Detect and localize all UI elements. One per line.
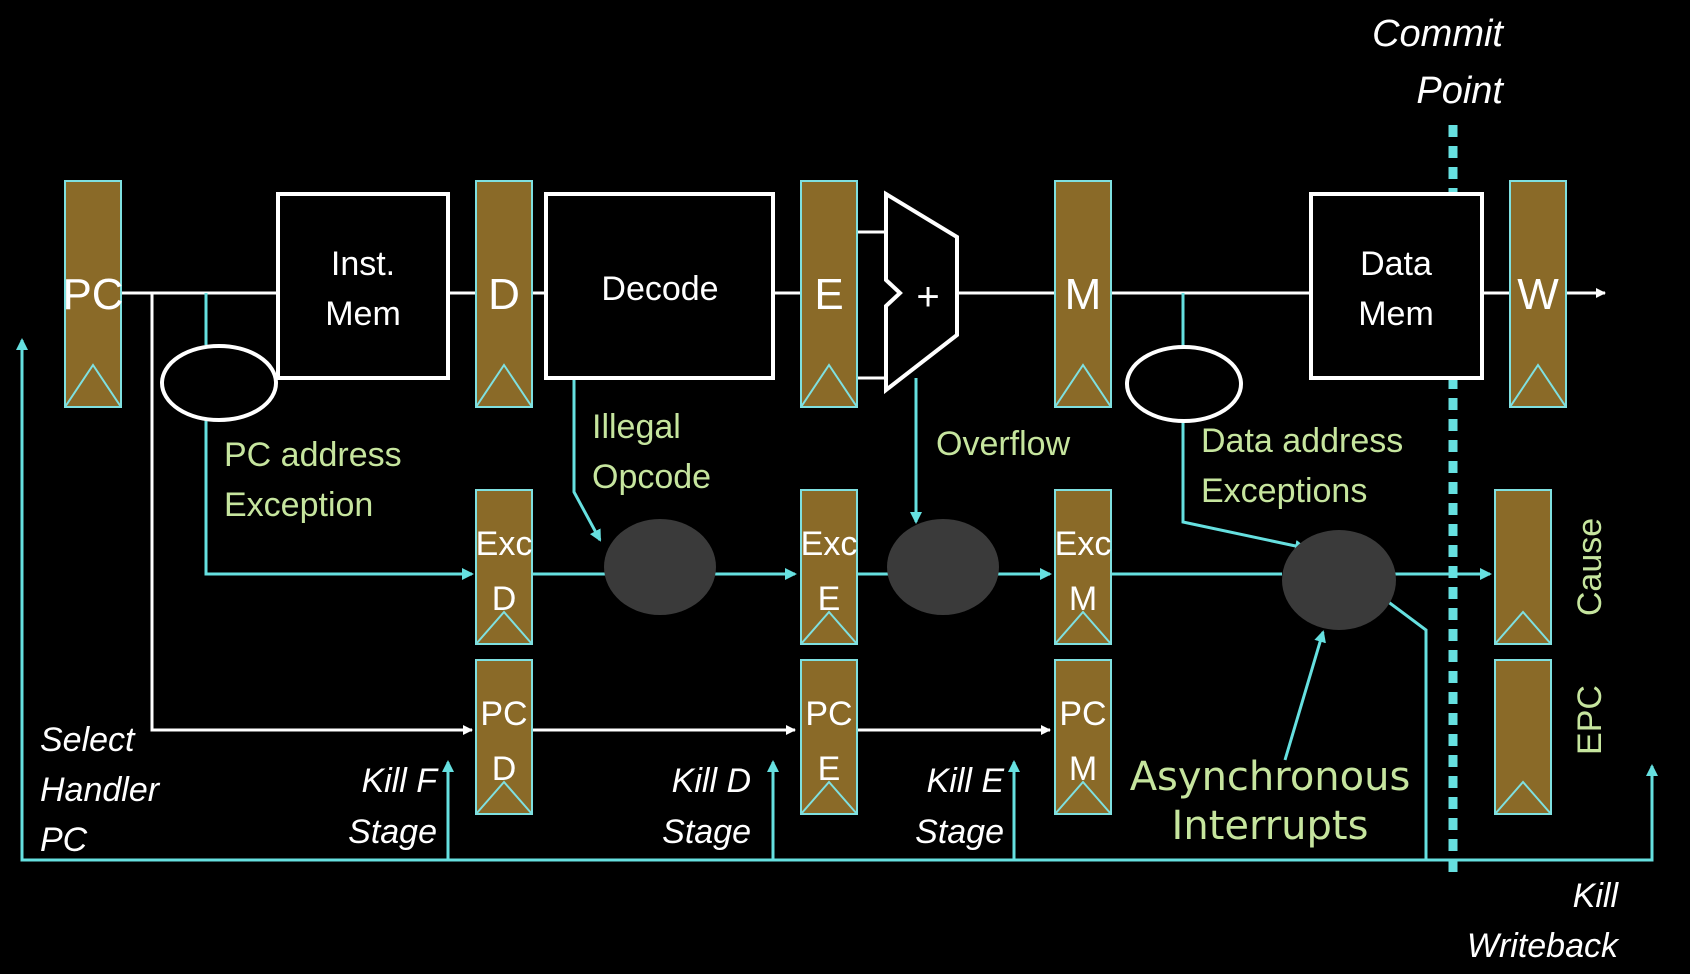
exception-wires — [16, 293, 1658, 862]
overflow-label: Overflow — [936, 425, 1071, 463]
exc-m-label-2: M — [1069, 580, 1097, 618]
pc-e-label-2: E — [818, 750, 841, 788]
pc-e-register: PC E — [800, 659, 858, 815]
pc-m-label-2: M — [1069, 750, 1097, 788]
w-register: W — [1509, 180, 1567, 408]
kill-e-label-1: Kill E — [927, 762, 1005, 800]
inst-mem-label-1: Inst. — [331, 245, 395, 283]
exc-e-label-1: Exc — [801, 525, 858, 563]
epc-label: EPC — [1571, 685, 1609, 755]
pc-d-label-1: PC — [480, 695, 527, 733]
exc-e-label-2: E — [818, 580, 841, 618]
pc-d-label-2: D — [492, 750, 517, 788]
kill-f-label-2: Stage — [348, 813, 437, 851]
epc-register — [1494, 659, 1552, 815]
pc-address-label-2: Exception — [224, 486, 373, 524]
datapath-wires — [122, 230, 1606, 735]
d-register-label: D — [488, 270, 520, 319]
inst-mem-unit: Inst. Mem — [276, 192, 450, 380]
async-interrupts-label-2: Interrupts — [1172, 803, 1369, 849]
cause-register — [1494, 489, 1552, 645]
pc-register-label: PC — [62, 270, 123, 319]
e-register: E — [800, 180, 858, 408]
data-mem-label-1: Data — [1360, 245, 1432, 283]
kill-d-label-2: Stage — [662, 813, 751, 851]
exc-e-register: Exc E — [800, 489, 858, 645]
kill-writeback-label-1: Kill — [1573, 877, 1620, 915]
decode-unit: Decode — [544, 192, 775, 380]
pc-address-check — [160, 344, 278, 422]
w-register-label: W — [1517, 270, 1559, 319]
cause-label: Cause — [1571, 518, 1609, 616]
kill-f-label-1: Kill F — [361, 762, 439, 800]
d-register: D — [475, 180, 533, 408]
select-handler-label-1: Select — [40, 721, 136, 759]
m-register-label: M — [1065, 270, 1102, 319]
illegal-opcode-label-2: Opcode — [592, 458, 711, 496]
data-mem-label-2: Mem — [1358, 295, 1434, 333]
kill-d-label-1: Kill D — [672, 762, 751, 800]
commit-point-label-1: Commit — [1372, 13, 1504, 55]
pc-address-label-1: PC address — [224, 436, 402, 474]
data-address-label-1: Data address — [1201, 422, 1403, 460]
exc-d-label-1: Exc — [476, 525, 533, 563]
data-mem-unit: Data Mem — [1309, 192, 1484, 380]
pc-e-label-1: PC — [805, 695, 852, 733]
async-interrupts-label-1: Asynchronous — [1130, 754, 1411, 800]
pc-register: PC — [62, 180, 124, 408]
kill-e-label-2: Stage — [915, 813, 1004, 851]
select-handler-label-2: Handler — [40, 771, 161, 809]
inst-mem-label-2: Mem — [325, 295, 401, 333]
e-register-label: E — [814, 270, 843, 319]
exc-m-register: Exc M — [1054, 489, 1112, 645]
pc-d-register: PC D — [475, 659, 533, 815]
data-address-check — [1125, 345, 1243, 423]
alu-op-label: + — [916, 275, 939, 319]
select-handler-label-3: PC — [40, 821, 88, 859]
kill-writeback-label-2: Writeback — [1467, 927, 1620, 965]
exception-merge-node-d — [604, 519, 716, 615]
exc-d-label-2: D — [492, 580, 517, 618]
pc-m-register: PC M — [1054, 659, 1112, 815]
exception-merge-node-m — [1282, 530, 1396, 630]
alu-unit: + — [884, 190, 959, 395]
commit-point-label-2: Point — [1416, 70, 1504, 112]
m-register: M — [1054, 180, 1112, 408]
exception-merge-node-e — [887, 519, 999, 615]
illegal-opcode-label-1: Illegal — [592, 408, 681, 446]
exc-d-register: Exc D — [475, 489, 533, 645]
data-address-label-2: Exceptions — [1201, 472, 1367, 510]
decode-label: Decode — [601, 270, 718, 308]
exc-m-label-1: Exc — [1055, 525, 1112, 563]
pc-m-label-1: PC — [1059, 695, 1106, 733]
